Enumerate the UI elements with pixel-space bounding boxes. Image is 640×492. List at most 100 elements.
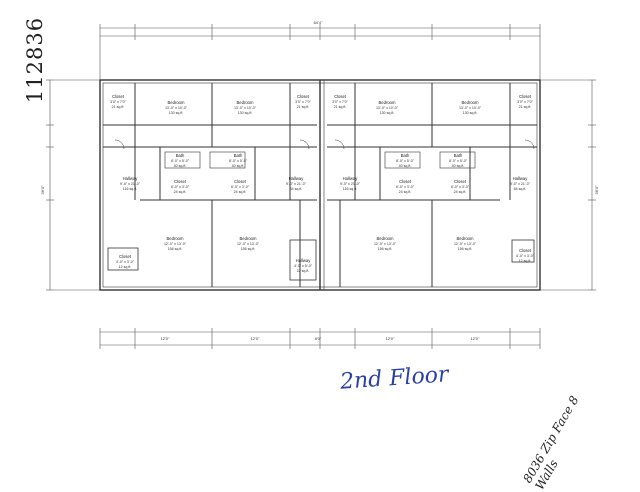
depth-label-right: 36'0" — [594, 185, 599, 194]
room-area: 24 sq.ft. — [454, 190, 467, 194]
room-area: 84 sq.ft. — [290, 187, 303, 191]
room-size: 4'-0" x 3'-0" — [116, 260, 135, 264]
bath-fixture — [439, 151, 476, 169]
room-area: 130 sq.ft. — [380, 111, 395, 115]
room-size: 3'0" x 7'0" — [295, 100, 311, 104]
room-name: Bath — [234, 153, 243, 158]
room-area: 130 sq.ft. — [238, 111, 253, 115]
room-name: Closet — [234, 179, 247, 184]
room-area: 22 sq.ft. — [297, 269, 310, 273]
door-swing — [524, 139, 535, 150]
room-size: 13'-0" x 10'-0" — [234, 106, 257, 110]
bath-fixture — [164, 151, 201, 169]
room-area: 156 sq.ft. — [168, 247, 183, 251]
room-size: 9'-0" x 21'-0" — [510, 182, 531, 186]
room-name: Hallway — [296, 258, 312, 263]
bottom-dim-5: 12'0" — [471, 336, 480, 341]
room-size: 12'-0" x 13'-0" — [164, 242, 187, 246]
room-area: 21 sq.ft. — [519, 105, 532, 109]
room-size: 8'-0" x 5'-0" — [396, 159, 415, 163]
room-name: Closet — [399, 179, 412, 184]
room-area: 130 sq.ft. — [463, 111, 478, 115]
room-size: 9'-0" x 21'-0" — [286, 182, 307, 186]
room-size: 3'0" x 7'0" — [332, 100, 348, 104]
room-size: 8'-0" x 5'-0" — [449, 159, 468, 163]
room-name: Closet — [334, 94, 347, 99]
room-area: 21 sq.ft. — [297, 105, 310, 109]
room-area: 156 sq.ft. — [458, 247, 473, 251]
room-size: 13'-0" x 10'-0" — [165, 106, 188, 110]
room-size: 8'-0" x 5'-0" — [229, 159, 248, 163]
room-size: 4'-0" x 5'-0" — [294, 264, 313, 268]
room-size: 6'-0" x 3'-0" — [171, 185, 190, 189]
door-swing — [114, 139, 125, 150]
room-area: 130 sq.ft. — [169, 111, 184, 115]
sheet-id-number: 112836 — [23, 16, 48, 104]
room-name: Bedroom — [240, 236, 258, 241]
room-size: 13'-0" x 10'-0" — [459, 106, 482, 110]
room-name: Bath — [454, 153, 463, 158]
dimension-lines — [46, 24, 596, 349]
room-name: Closet — [297, 94, 310, 99]
wall-lines — [99, 79, 541, 291]
room-area: 21 sq.ft. — [334, 105, 347, 109]
room-area: 21 sq.ft. — [112, 105, 125, 109]
overall-width-label: 64'4" — [314, 20, 323, 25]
room-area: 116 sq.ft. — [343, 187, 358, 191]
room-area: 24 sq.ft. — [234, 190, 247, 194]
room-area: 24 sq.ft. — [174, 190, 187, 194]
bath-fixture — [209, 151, 246, 169]
room-name: Bath — [401, 153, 410, 158]
bottom-dimension-labels: 12'0" 12'0" 8'0" 12'0" 12'0" — [161, 336, 480, 341]
bottom-dim-3: 8'0" — [315, 336, 322, 341]
bottom-dim-4: 12'0" — [386, 336, 395, 341]
bath-fixture — [384, 151, 421, 169]
room-name: Closet — [112, 94, 125, 99]
room-name: Closet — [519, 248, 532, 253]
room-area: 12 sq.ft. — [119, 265, 132, 269]
room-size: 6'-0" x 3'-0" — [231, 185, 250, 189]
door-swing — [299, 139, 310, 150]
room-area: 40 sq.ft. — [399, 164, 412, 168]
room-size: 12'-0" x 13'-0" — [374, 242, 397, 246]
room-area: 40 sq.ft. — [232, 164, 245, 168]
room-size: 3'0" x 7'0" — [110, 100, 126, 104]
room-name: Closet — [119, 254, 132, 259]
room-name: Bedroom — [237, 100, 255, 105]
room-name: Closet — [174, 179, 187, 184]
room-name: Bedroom — [167, 236, 185, 241]
room-area: 84 sq.ft. — [514, 187, 527, 191]
room-size: 12'-0" x 13'-0" — [237, 242, 260, 246]
room-area: 12 sq.ft. — [519, 259, 532, 263]
room-size: 9'-0" x 21'-0" — [340, 182, 361, 186]
small-closet-wall — [289, 239, 317, 281]
room-name: Hallway — [513, 176, 529, 181]
door-swing — [334, 139, 345, 150]
room-name: Hallway — [123, 176, 139, 181]
